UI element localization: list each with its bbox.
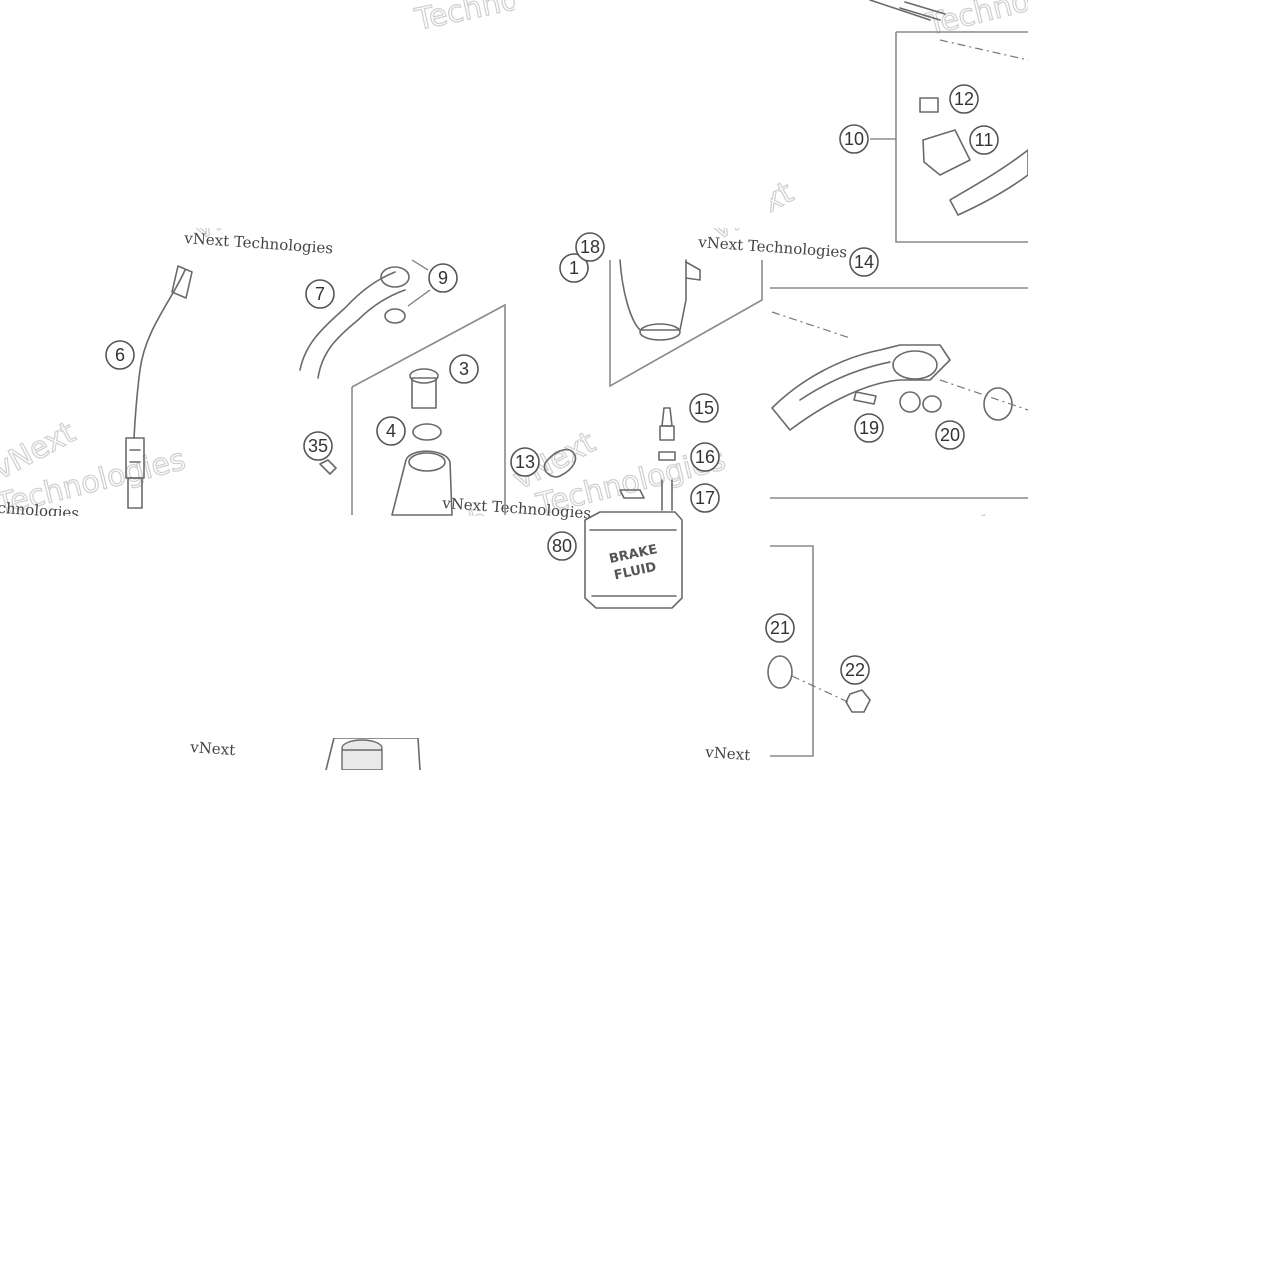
- watermark-caption: vNext: [189, 738, 236, 759]
- callout-15: 15: [689, 393, 719, 423]
- callout-3: 3: [449, 354, 479, 384]
- watermark-caption: vNext Technologies: [183, 229, 334, 257]
- svg-text:18: 18: [580, 237, 600, 257]
- callout-7: 7: [305, 279, 335, 309]
- svg-text:1: 1: [569, 258, 579, 278]
- callout-10: 10: [839, 124, 869, 154]
- pedal-pivot-frame: [767, 545, 871, 757]
- callout-12: 12: [949, 84, 979, 114]
- brake-light-switch: [125, 265, 193, 509]
- svg-text:6: 6: [115, 345, 125, 365]
- svg-text:7: 7: [315, 284, 325, 304]
- callout-21: 21: [765, 613, 795, 643]
- svg-text:22: 22: [845, 660, 865, 680]
- callout-11: 11: [969, 125, 999, 155]
- svg-text:20: 20: [940, 425, 960, 445]
- watermark-caption: vNext Technologies: [697, 233, 848, 261]
- callout-17: 17: [690, 483, 720, 513]
- svg-text:19: 19: [859, 418, 879, 438]
- svg-text:15: 15: [694, 398, 714, 418]
- svg-text:3: 3: [459, 359, 469, 379]
- brake-fluid-container: BRAKE FLUID: [584, 511, 683, 609]
- callout-14: 14: [849, 247, 879, 277]
- svg-text:11: 11: [975, 130, 994, 150]
- callout-18: 18: [575, 232, 605, 262]
- svg-text:10: 10: [844, 129, 864, 149]
- callout-19: 19: [854, 413, 884, 443]
- svg-text:4: 4: [386, 421, 396, 441]
- callout-16: 16: [690, 442, 720, 472]
- svg-text:13: 13: [515, 452, 535, 472]
- callout-20: 20: [935, 420, 965, 450]
- callout-9: 9: [428, 263, 458, 293]
- callout-35: 35: [303, 431, 333, 461]
- callout-6: 6: [105, 340, 135, 370]
- bleed-parts: [543, 407, 676, 511]
- callout-4: 4: [376, 416, 406, 446]
- reservoir-cap: [325, 737, 421, 771]
- svg-text:14: 14: [854, 252, 874, 272]
- master-cylinder-box: [609, 259, 763, 388]
- callout-80: 80: [547, 531, 577, 561]
- watermark-caption: vNext: [704, 743, 751, 764]
- callout-13: 13: [510, 447, 540, 477]
- svg-text:9: 9: [438, 268, 448, 288]
- callout-22: 22: [840, 655, 870, 685]
- svg-text:16: 16: [695, 447, 715, 467]
- svg-text:21: 21: [770, 618, 790, 638]
- svg-text:17: 17: [695, 488, 715, 508]
- callout-1: 1: [559, 253, 589, 283]
- svg-text:80: 80: [552, 536, 572, 556]
- master-cylinder-frame: [319, 303, 506, 516]
- brake-hose: [299, 259, 431, 379]
- pedal-arm: [770, 287, 1029, 499]
- svg-text:35: 35: [308, 436, 328, 456]
- svg-text:12: 12: [954, 89, 974, 109]
